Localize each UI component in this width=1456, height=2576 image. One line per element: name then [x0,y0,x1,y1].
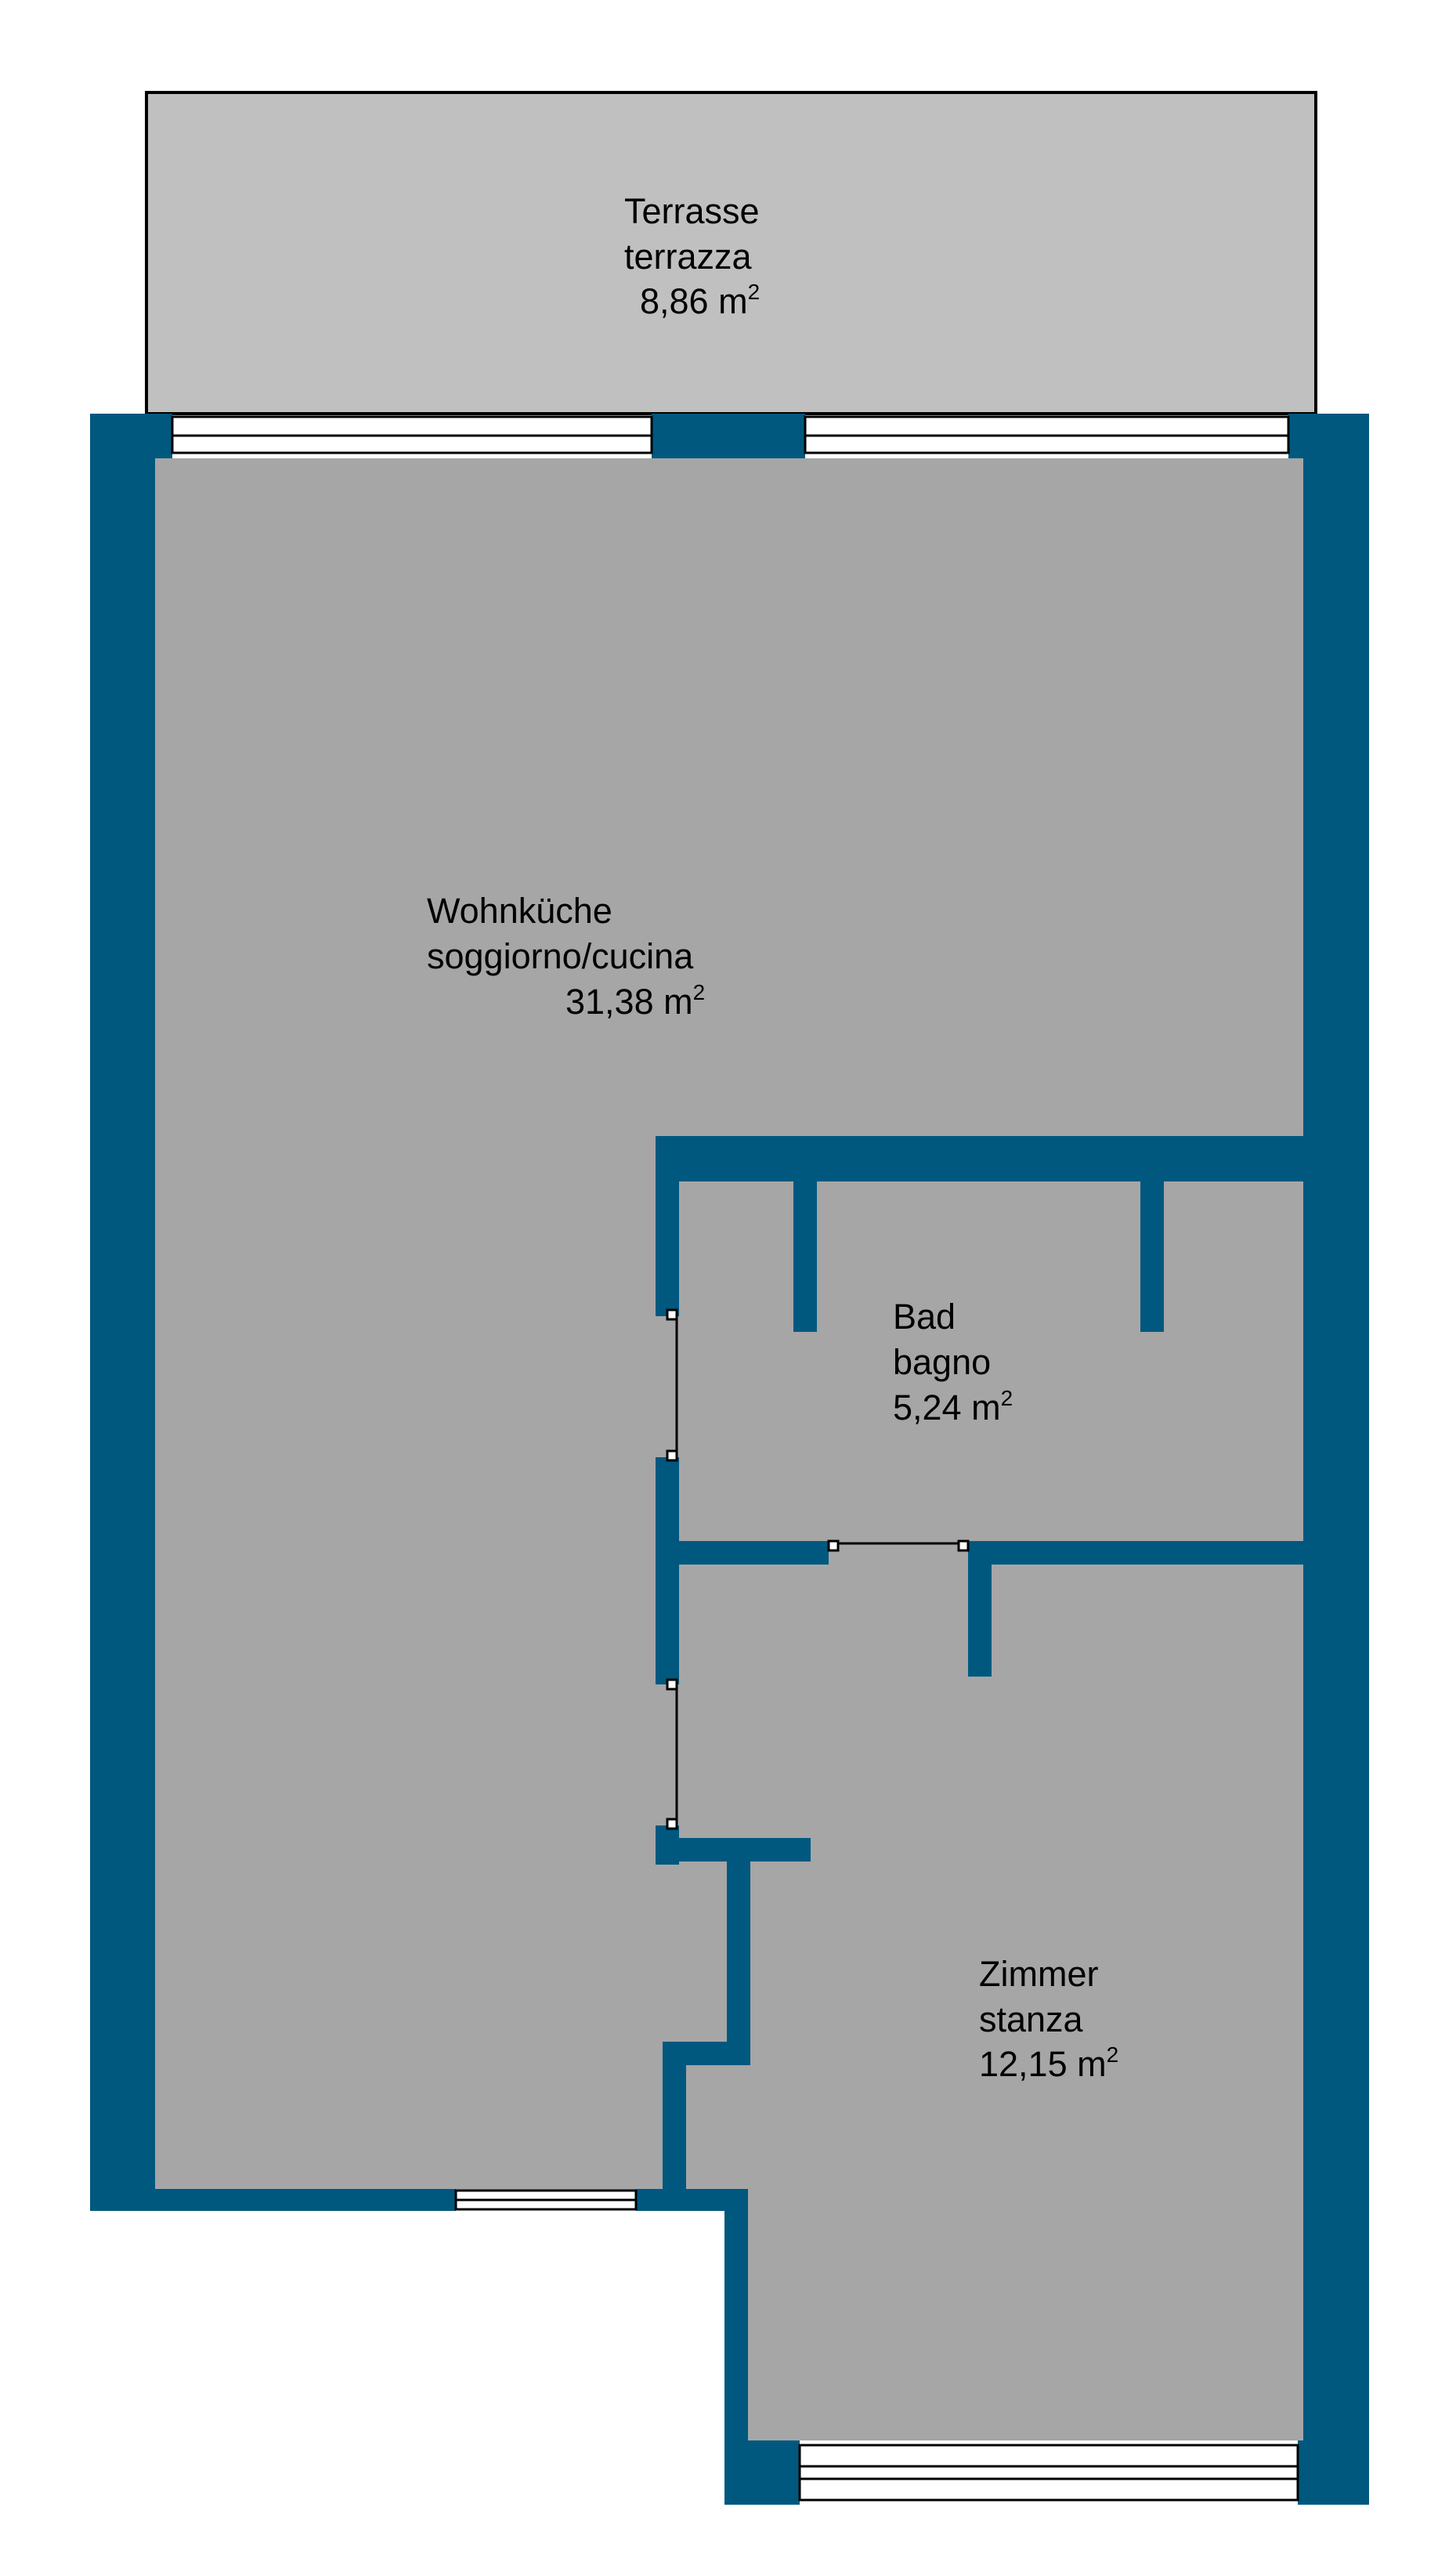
interior-doors [666,1308,970,1830]
apartment-floor [155,458,1303,2440]
terrace-label: Terrasse terrazza 8,86 m2 [624,191,760,321]
terrace-name-it: terrazza [624,237,753,277]
terrace-area-value: 8,86 m2 [640,280,760,321]
window-bottom-right [798,2444,1299,2502]
bath-label: Bad bagno 5,24 m2 [893,1297,1013,1427]
room-name-it: stanza [979,1999,1084,2039]
room-area-value: 12,15 m2 [979,2042,1118,2084]
room-name-de: Zimmer [979,1954,1098,1994]
interior-walls [656,1136,1303,2198]
terrace-name-de: Terrasse [624,191,760,231]
living-area-value: 31,38 m2 [565,980,705,1022]
bath-name-it: bagno [893,1342,991,1382]
windows [171,415,1299,2502]
room-label: Zimmer stanza 12,15 m2 [979,1954,1118,2084]
bath-area-value: 5,24 m2 [893,1386,1013,1427]
bath-name-de: Bad [893,1297,956,1337]
exterior-walls [90,414,1369,2505]
living-label: Wohnküche soggiorno/cucina 31,38 m2 [427,891,705,1022]
terrace-area [145,91,1317,415]
living-name-it: soggiorno/cucina [427,936,694,976]
living-name-de: Wohnküche [427,891,612,931]
